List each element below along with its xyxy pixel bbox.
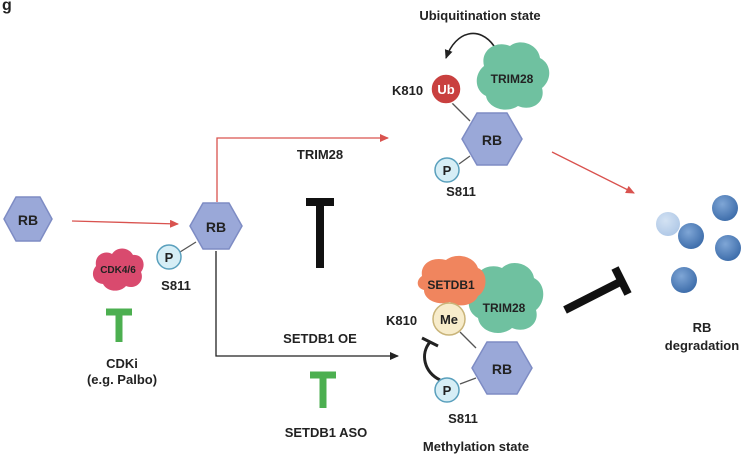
p-link-top [458, 155, 471, 165]
setdb1-pathway-arrow [215, 251, 399, 360]
degradation-inhibitor-stem [563, 277, 624, 314]
degraded-fragment-4 [671, 267, 697, 293]
ub-circle [430, 73, 462, 105]
phosphorylation-arrow [71, 219, 179, 228]
trim28-top-blob [476, 42, 550, 110]
setdb1-label: SETDB1 [427, 278, 475, 292]
rb-bottom-label: RB [492, 361, 512, 377]
me-label: Me [440, 312, 458, 327]
setdb1-oe-label: SETDB1 OE [283, 331, 357, 346]
s811-bottom-label: S811 [448, 411, 478, 426]
degraded-fragment-2 [712, 195, 738, 221]
rb-phospho-label: RB [206, 219, 226, 235]
rb-phospho-hexagon [189, 202, 243, 250]
phospho-mid-label: P [165, 250, 174, 265]
s811-top-label: S811 [446, 184, 476, 199]
phospho-bottom-label: P [443, 383, 452, 398]
p-link-bottom [459, 377, 477, 385]
phospho-circle-top [434, 157, 460, 183]
degraded-fragment-light [656, 212, 680, 236]
phospho-circle-mid [156, 244, 182, 270]
setdb1-blob [417, 255, 486, 306]
degraded-fragment-1 [678, 223, 704, 249]
rb-degradation-line2: degradation [665, 338, 739, 353]
me-circle [432, 302, 466, 336]
degradation-inhibitor-bar [611, 266, 632, 296]
cdk46-label: CDK4/6 [100, 265, 136, 276]
ub-label: Ub [437, 82, 454, 97]
rb-bottom-hexagon [471, 341, 533, 395]
methylation-state-title: Methylation state [423, 439, 529, 454]
k810-top-label: K810 [392, 83, 423, 98]
rb-initial-label: RB [18, 212, 38, 228]
setdb1-aso-label: SETDB1 ASO [285, 425, 368, 440]
k810-bottom-label: K810 [386, 313, 417, 328]
rb-top-hexagon [461, 112, 523, 166]
ubiquitination-curved-arrow [444, 32, 495, 59]
figure-letter: g [2, 0, 12, 14]
cdki-label: CDKi [106, 356, 138, 371]
trim28-bottom-label: TRIM28 [483, 301, 526, 315]
trim28-top-label: TRIM28 [491, 72, 534, 86]
cdki-example-label: (e.g. Palbo) [87, 372, 157, 387]
me-link [459, 331, 477, 349]
trim28-pathway-label: TRIM28 [297, 147, 343, 162]
trim28-bottom-blob [468, 263, 544, 333]
p-link-mid [179, 241, 197, 253]
rb-initial-hexagon [3, 196, 53, 242]
rb-degradation-line1: RB [693, 320, 712, 335]
phospho-top-label: P [443, 163, 452, 178]
degraded-fragment-3 [715, 235, 741, 261]
ub-link [451, 102, 471, 122]
s811-mid-label: S811 [161, 278, 191, 293]
phospho-circle-bottom [434, 377, 460, 403]
rb-top-label: RB [482, 132, 502, 148]
degradation-arrow [551, 151, 635, 194]
methylation-feedback-inhibitor [423, 341, 441, 382]
trim28-pathway-arrow [216, 134, 389, 202]
cdk46-blob [92, 248, 144, 291]
methylation-feedback-bar [421, 336, 439, 348]
ubiquitination-state-title: Ubiquitination state [419, 8, 540, 23]
